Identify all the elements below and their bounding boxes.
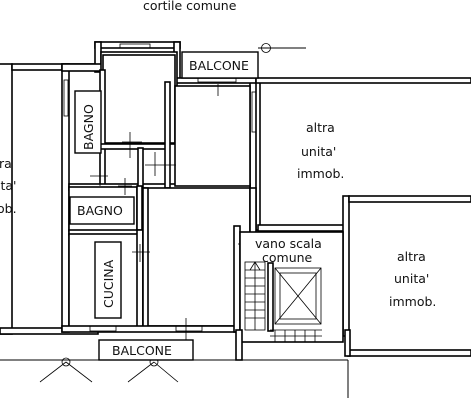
windows	[63, 43, 257, 332]
kitchen-label-box	[94, 241, 122, 319]
left-neighbour-wall	[0, 63, 99, 335]
bath-lower-label-box	[69, 196, 135, 225]
right-unit-line3: immob.	[297, 166, 344, 181]
right-unit-line1: altra	[306, 120, 335, 135]
right-unit-line2: unita'	[301, 144, 336, 159]
door-markers	[90, 84, 248, 340]
balcony-bottom-label: BALCONE	[112, 343, 172, 358]
bath-lower-label: BAGNO	[77, 203, 123, 218]
left-unit-line1: ra	[0, 156, 12, 171]
stair-label-line1: vano scala	[255, 236, 322, 251]
far-right-unit-line1: altra	[397, 249, 426, 264]
staircase	[239, 231, 344, 343]
bath-upper-label-box	[74, 90, 102, 154]
balcony-top-label-box	[181, 51, 259, 79]
apartment-walls	[61, 41, 471, 357]
far-right-unit-line2: unita'	[394, 271, 429, 286]
balcony-bottom-label-box	[98, 339, 194, 361]
stair-label-line2: comune	[262, 250, 313, 265]
far-right-unit-line3: immob.	[389, 294, 436, 309]
bath-upper-label: BAGNO	[81, 104, 96, 150]
balcony-top-label: BALCONE	[189, 58, 249, 73]
left-unit-line2: ita'	[0, 178, 16, 193]
kitchen-label: CUCINA	[101, 259, 116, 308]
top-fence	[258, 43, 306, 53]
left-unit-line3: ob.	[0, 201, 17, 216]
courtyard-label: cortile comune	[143, 0, 237, 13]
